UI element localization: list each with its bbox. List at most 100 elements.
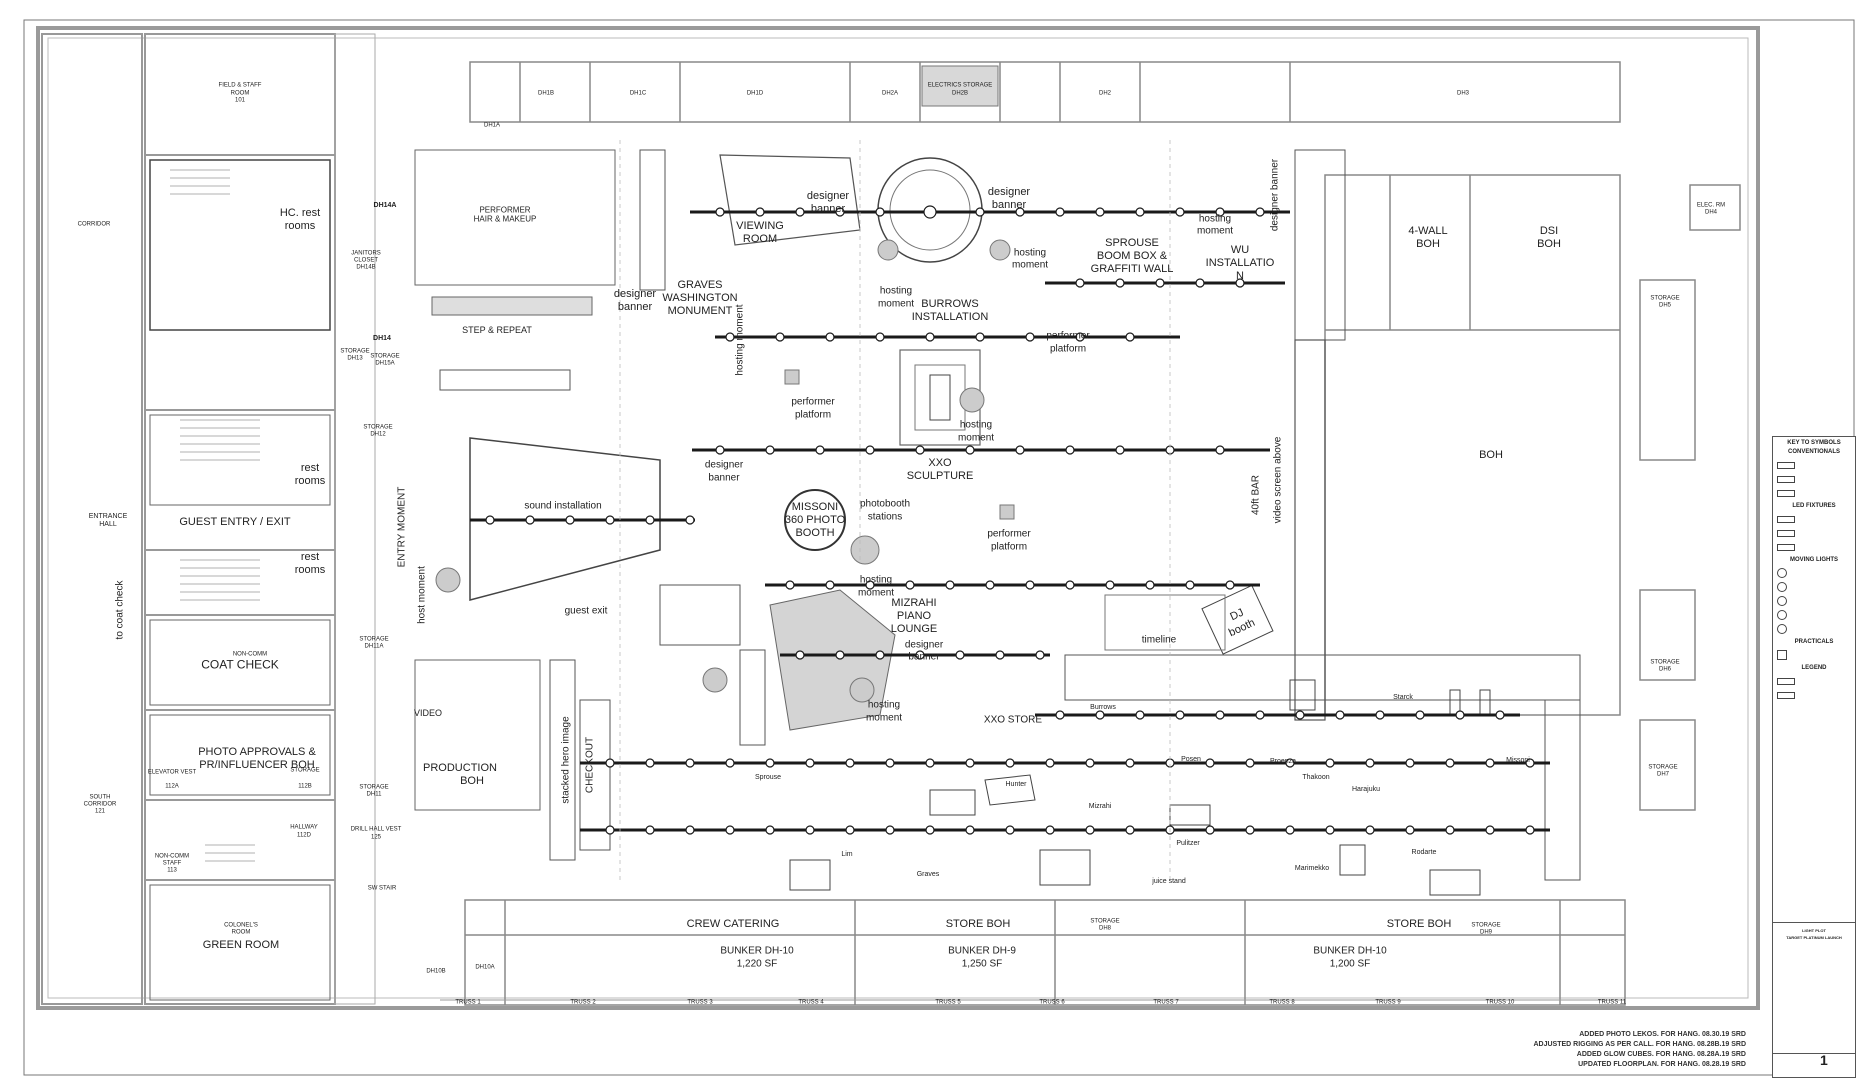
- forty-ft-bar: [1294, 339, 1326, 721]
- room-label: DH3: [1456, 90, 1470, 97]
- room-label: DH11: [366, 791, 382, 798]
- feature-label: banner: [908, 651, 940, 663]
- feature-label: designer: [613, 287, 657, 300]
- feature-label: WASHINGTON: [662, 291, 738, 304]
- crew-catering-label: CREW CATERING: [686, 917, 780, 930]
- room-label: 121: [94, 808, 106, 815]
- production-boh-area: [414, 659, 541, 811]
- legend-row: [1773, 566, 1855, 580]
- feature-label: ENTRY MOMENT: [396, 486, 408, 568]
- moving-light-icon: [1777, 568, 1787, 578]
- room-label: CLOSET: [353, 257, 379, 264]
- graves-monument-inner: [889, 169, 971, 251]
- room-label: ELEVATOR VEST: [147, 769, 197, 776]
- truss-label: TRUSS 8: [1269, 999, 1295, 1006]
- columns: [435, 239, 1015, 703]
- room-label: JANITORS: [351, 250, 381, 257]
- fixture-symbol-icon: [1777, 543, 1795, 551]
- right-counter-top: [1294, 149, 1346, 341]
- feature-label: designer: [806, 189, 850, 202]
- room-label: DH1C: [629, 90, 647, 97]
- room-label: STORAGE: [1650, 659, 1680, 666]
- bunker-label: BUNKER DH-10: [720, 945, 794, 957]
- left-counter: [639, 149, 666, 291]
- revision-line: UPDATED FLOORPLAN. FOR HANG. 08.28.19 SR…: [1578, 1061, 1746, 1068]
- room-label: DH6: [1658, 666, 1672, 673]
- room-label: DH9: [1479, 929, 1493, 936]
- legend-row: [1773, 458, 1855, 472]
- feature-label: stations: [867, 511, 903, 523]
- truss-label: TRUSS 3: [687, 999, 713, 1006]
- room-label: rooms: [284, 219, 316, 232]
- room-label: DH8: [1098, 925, 1112, 932]
- feature-label: BOOM BOX &: [1096, 249, 1168, 262]
- feature-label: MISSONI: [791, 500, 839, 513]
- right-store-counter: [1544, 699, 1581, 881]
- room-label: DH7: [1656, 771, 1670, 778]
- store-label: Hunter: [1005, 781, 1027, 789]
- dj-booth-box: [1201, 584, 1274, 655]
- room-label: DH1A: [483, 122, 501, 129]
- feature-label: hosting: [1013, 247, 1047, 259]
- feature-label: ROOM: [742, 232, 778, 245]
- feature-label: performer: [791, 396, 835, 408]
- store-label: Rodarte: [1411, 849, 1437, 857]
- room-label: DH2A: [881, 90, 899, 97]
- legend-row: [1773, 540, 1855, 554]
- sound-installation-label: sound installation: [524, 500, 602, 512]
- store-label: Starck: [1393, 694, 1413, 702]
- title-block-line: TARGET PLATINUM LAUNCH: [1786, 935, 1842, 940]
- feature-label: designer banner: [1269, 158, 1281, 232]
- room-number: 101: [234, 97, 246, 104]
- revision-line: ADDED PHOTO LEKOS. FOR HANG. 08.30.19 SR…: [1579, 1031, 1746, 1038]
- store-label: Harajuku: [1351, 786, 1381, 794]
- room-label: DH10B: [426, 968, 446, 975]
- feature-label: HAIR & MAKEUP: [473, 214, 537, 224]
- feature-label: SPROUSE: [1105, 236, 1159, 249]
- room-label: 112B: [298, 783, 312, 790]
- room-label: STORAGE: [359, 636, 389, 643]
- step-repeat-label: STEP & REPEAT: [462, 325, 532, 336]
- legend-symbol-icon: [1777, 677, 1795, 685]
- feature-label: hosting: [859, 574, 893, 586]
- xxo-store-counters: [1064, 654, 1581, 701]
- legend-row: [1773, 512, 1855, 526]
- green-room-label: GREEN ROOM: [202, 938, 280, 951]
- feature-label: hosting: [959, 419, 993, 431]
- room-label: rest: [300, 461, 320, 474]
- room-label: DH5: [1658, 302, 1672, 309]
- truss-label: TRUSS 2: [570, 999, 596, 1006]
- feature-label: SCULPTURE: [906, 469, 974, 482]
- feature-label: banner: [991, 198, 1027, 211]
- bunker-label: BUNKER DH-9: [948, 945, 1016, 957]
- feature-label: BURROWS: [921, 297, 979, 310]
- truss-label: TRUSS 7: [1153, 999, 1179, 1006]
- feature-label: platform: [794, 409, 832, 421]
- stacked-hero-counter: [549, 659, 576, 861]
- to-coat-check-label: to coat check: [114, 580, 126, 640]
- feature-label: PIANO: [896, 609, 932, 622]
- bunker-size: 1,220 SF: [736, 958, 778, 970]
- truss-fixtures: [485, 205, 1535, 835]
- missoni-booth-circle: [784, 489, 846, 551]
- fixture-symbol-icon: [1777, 515, 1795, 523]
- feature-label: BOOTH: [795, 526, 835, 539]
- top-rooms: [469, 61, 1621, 123]
- guest-entry-label: GUEST ENTRY / EXIT: [179, 515, 291, 528]
- room-label: DH4: [1704, 209, 1718, 216]
- legend-row: [1773, 594, 1855, 608]
- legend-row: [1773, 486, 1855, 500]
- feature-label: N: [1236, 269, 1244, 282]
- truss-label: TRUSS 11: [1597, 999, 1627, 1006]
- rest-rooms-outline: [149, 414, 331, 506]
- store-label: Pulitzer: [1176, 840, 1200, 848]
- feature-label: performer: [1046, 330, 1090, 342]
- burrows-installation-core: [929, 374, 951, 421]
- revision-line: ADDED GLOW CUBES. FOR HANG. 08.28A.19 SR…: [1576, 1051, 1746, 1058]
- boh-label: BOH: [1479, 448, 1503, 461]
- hc-rest-rooms-outline: [149, 159, 331, 331]
- feature-label: INSTALLATION: [911, 310, 989, 323]
- room-label: STORAGE: [370, 353, 400, 360]
- room-label: DH11A: [364, 643, 384, 650]
- coat-check-label: COAT CHECK: [201, 657, 279, 672]
